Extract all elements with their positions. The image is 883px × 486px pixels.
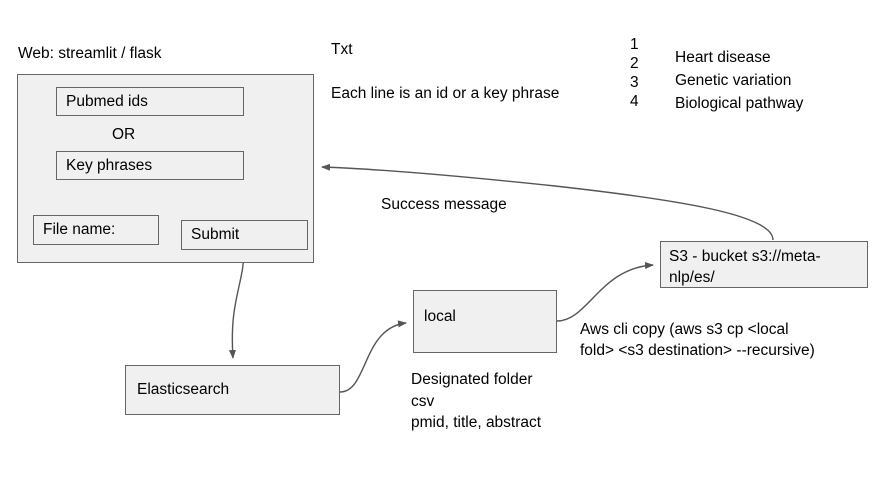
- web-app-panel: Pubmed ids OR Key phrases File name: Sub…: [17, 74, 314, 263]
- key-phrases-input[interactable]: Key phrases: [56, 151, 244, 180]
- example-key-phrases: Heart disease Genetic variation Biologic…: [675, 49, 804, 112]
- file-name-label: File name:: [43, 221, 116, 238]
- s3-bucket-label: S3 - bucket s3://meta-nlp/es/: [669, 248, 821, 286]
- success-message-label: Success message: [381, 196, 507, 213]
- elasticsearch-node: Elasticsearch: [125, 365, 340, 415]
- arrow-elasticsearch-to-local: [339, 320, 407, 393]
- pubmed-ids-label: Pubmed ids: [66, 92, 148, 110]
- submit-button[interactable]: Submit: [181, 220, 308, 250]
- file-name-input[interactable]: File name:: [33, 215, 159, 245]
- or-label: OR: [112, 126, 136, 143]
- elasticsearch-label: Elasticsearch: [137, 381, 230, 398]
- line-number-gutter: 1 2 3 4: [630, 36, 639, 110]
- web-panel-label: Web: streamlit / flask: [18, 45, 162, 62]
- pubmed-ids-input[interactable]: Pubmed ids: [56, 87, 244, 116]
- key-phrases-label: Key phrases: [66, 156, 153, 174]
- submit-button-label: Submit: [191, 226, 240, 243]
- aws-cli-copy-note: Aws cli copy (aws s3 cp <local fold> <s3…: [580, 321, 815, 359]
- local-folder-label: local: [424, 308, 456, 325]
- arrow-local-to-s3: [556, 261, 654, 322]
- designated-folder-note: Designated folder csv pmid, title, abstr…: [411, 371, 542, 431]
- local-folder-node: local: [413, 290, 557, 353]
- each-line-description: Each line is an id or a key phrase: [331, 85, 560, 102]
- s3-bucket-node: S3 - bucket s3://meta-nlp/es/: [660, 241, 868, 288]
- txt-label: Txt: [331, 41, 353, 58]
- arrow-submit-to-elasticsearch: [228, 249, 245, 359]
